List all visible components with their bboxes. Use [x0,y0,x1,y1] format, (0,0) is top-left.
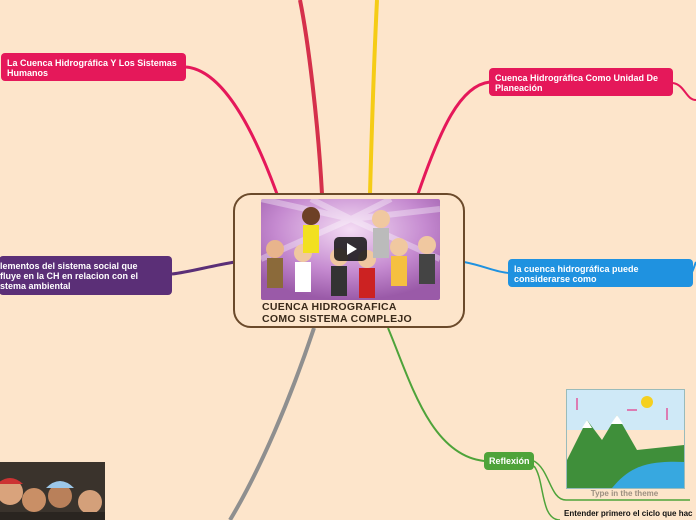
image-caption: Type in the theme [590,489,659,498]
connector-sistemas-humanos [185,65,279,195]
topic-planeacion[interactable]: Cuenca Hidrográfica Como Unidad De Plane… [489,68,673,96]
central-topic[interactable]: CUENCA HIDROGRAFICA COMO SISTEMA COMPLEJ… [233,193,465,328]
central-title: CUENCA HIDROGRAFICA COMO SISTEMA COMPLEJ… [262,301,413,325]
connector-reflexion [387,327,485,462]
connector-considerarse [463,261,510,274]
play-icon[interactable] [334,237,367,261]
topic-sistemas-humanos[interactable]: La Cuenca Hidrográfica Y Los Sistemas Hu… [1,53,186,81]
topic-elementos[interactable]: lementos del sistema social que fluye en… [0,256,172,295]
video-thumbnail[interactable] [261,199,440,300]
connector-elementos [171,260,236,276]
connector-reflexion-note [533,465,561,520]
topic-reflexion[interactable]: Reflexión [484,452,534,470]
reflexion-note[interactable]: Entender primero el ciclo que hac [564,509,693,518]
topic-considerarse[interactable]: la cuenca hidrográfica puede considerars… [508,259,693,287]
water-cycle-image[interactable] [566,389,685,489]
connector-gray [228,327,316,520]
connector-reflexion-image [533,460,690,501]
connector-red-top [298,0,324,195]
connector-yellow-top [368,0,379,195]
group-photo[interactable] [0,462,105,520]
connector-planeacion-out [672,82,696,101]
connector-planeacion [416,80,491,195]
